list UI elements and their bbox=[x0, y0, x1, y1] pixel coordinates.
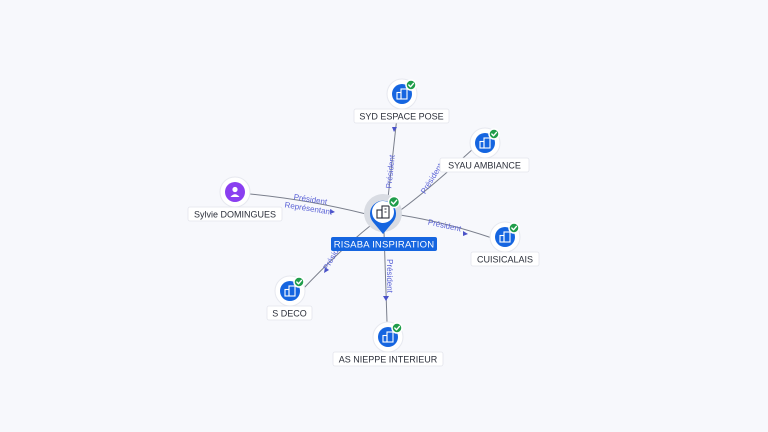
node-sdeco[interactable]: S DECO bbox=[266, 275, 313, 321]
building-icon bbox=[284, 285, 296, 297]
verified-badge bbox=[293, 276, 305, 288]
node-cuisi[interactable]: CUISICALAIS bbox=[470, 221, 540, 267]
edge-label-asnieppe: Président bbox=[385, 259, 394, 294]
center-label-bg bbox=[331, 237, 437, 251]
node-label-syau: SYAU AMBIANCE bbox=[448, 161, 521, 171]
node-label-sdeco: S DECO bbox=[272, 309, 307, 319]
building-icon bbox=[499, 231, 511, 243]
center-node[interactable]: RISABA INSPIRATION bbox=[331, 194, 437, 251]
building-icon bbox=[382, 331, 394, 343]
edge-arrow-syd bbox=[392, 127, 397, 132]
building-icon bbox=[376, 205, 390, 219]
building-icon bbox=[479, 137, 491, 149]
edge-arrow-sylvie bbox=[330, 209, 335, 214]
node-syd[interactable]: SYD ESPACE POSE bbox=[353, 78, 450, 124]
edge-cuisi: Président bbox=[399, 214, 493, 239]
node-syau[interactable]: SYAU AMBIANCE bbox=[439, 127, 530, 173]
node-label-asnieppe: AS NIEPPE INTERIEUR bbox=[339, 355, 438, 365]
verified-badge bbox=[508, 222, 520, 234]
node-label-cuisi: CUISICALAIS bbox=[477, 255, 533, 265]
verified-badge bbox=[391, 322, 403, 334]
edge-sdeco: Président bbox=[301, 225, 371, 291]
edge-arrow-cuisi bbox=[463, 231, 468, 236]
edge-label-cuisi: Président bbox=[427, 218, 463, 234]
edge-arrow-asnieppe bbox=[383, 296, 389, 301]
edge-arrow-sdeco bbox=[324, 267, 329, 273]
edge-label-syd: Président bbox=[384, 154, 397, 189]
node-label-sylvie: Sylvie DOMINGUES bbox=[194, 210, 276, 220]
verified-badge bbox=[405, 79, 417, 91]
verified-badge bbox=[387, 195, 401, 209]
node-asnieppe[interactable]: AS NIEPPE INTERIEUR bbox=[332, 321, 444, 367]
verified-badge bbox=[488, 128, 500, 140]
building-icon bbox=[396, 88, 408, 100]
center-label: RISABA INSPIRATION bbox=[334, 240, 435, 251]
node-sylvie[interactable]: Sylvie DOMINGUES bbox=[187, 176, 283, 222]
node-label-syd: SYD ESPACE POSE bbox=[359, 112, 443, 122]
person-icon bbox=[230, 186, 240, 197]
